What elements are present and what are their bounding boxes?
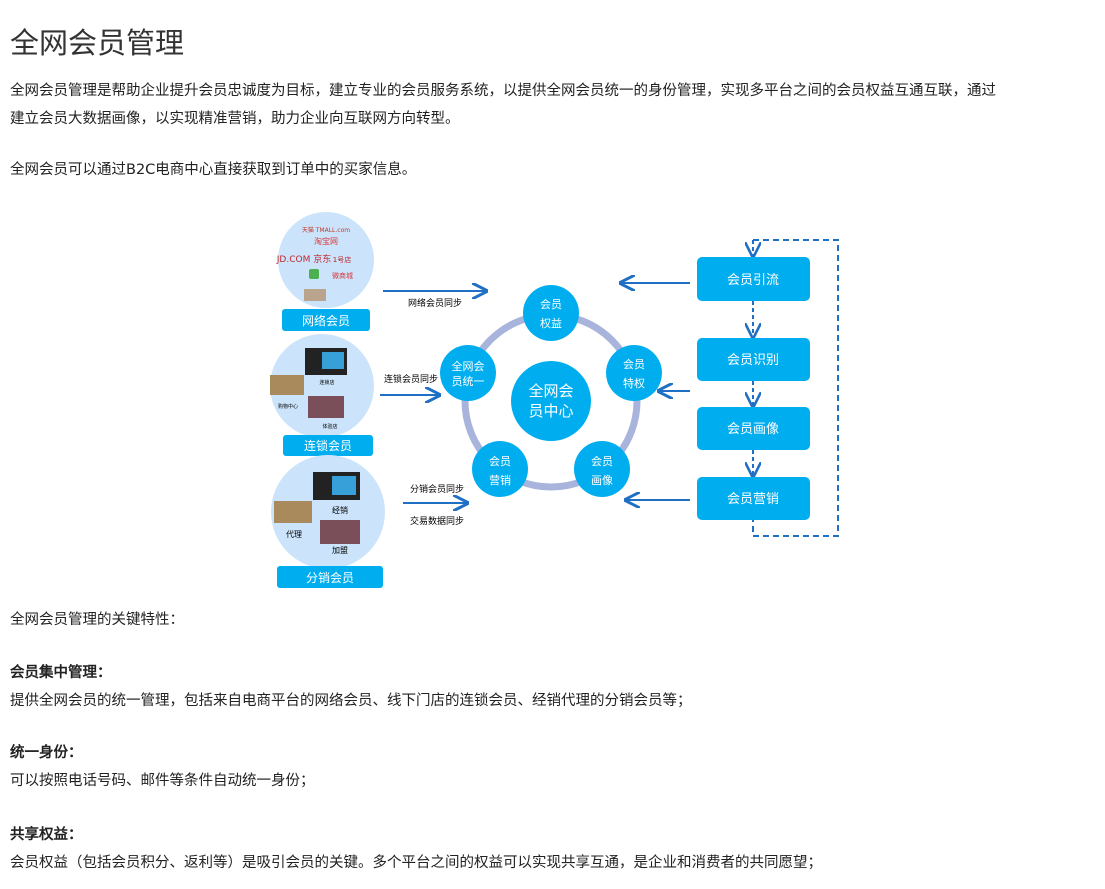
feature-desc: 提供全网会员的统一管理，包括来自电商平台的网络会员、线下门店的连锁会员、经销代理… (10, 693, 692, 709)
chain-circle (270, 334, 374, 438)
b2c-note: 全网会员可以通过B2C电商中心直接获取到订单中的买家信息。 (10, 162, 417, 178)
svg-text:画像: 画像 (591, 474, 613, 487)
weishang-logo: 微商城 (332, 271, 353, 280)
dl-caption: 代理 (286, 529, 302, 539)
svg-text:特权: 特权 (623, 376, 645, 390)
svg-text:会员: 会员 (540, 298, 562, 311)
franchise-photo (320, 520, 360, 544)
taobao-logo: 淘宝网 (314, 236, 338, 246)
intro-line-2: 建立会员大数据画像，以实现精准营销，助力企业向互联网方向转型。 (10, 111, 460, 127)
dist-member-group: 经销 代理 加盟 分销会员 (271, 455, 385, 588)
svg-text:会员营销: 会员营销 (727, 492, 779, 507)
flow-marketing: 会员营销 (697, 477, 810, 520)
node-unify: 全网会员统一 (440, 345, 496, 401)
svg-text:会员识别: 会员识别 (727, 353, 779, 368)
feature-title: 统一身份： (10, 745, 83, 761)
mall-caption: 购物中心 (278, 403, 298, 410)
network-member-group: 天猫 TMALL.com 淘宝网 JD.COM 京东 1号店 微商城 网络会员 (276, 212, 374, 331)
store-caption: 连锁店 (319, 379, 334, 386)
agent-photo (274, 501, 312, 523)
dist-label-box (277, 566, 383, 588)
jd-logo: JD.COM 京东 (276, 253, 331, 265)
svg-text:会员画像: 会员画像 (727, 422, 779, 437)
loop-dashed-line (752, 239, 839, 537)
center-circle (511, 361, 591, 441)
exp-caption: 体验店 (322, 423, 337, 430)
chain-label-box (283, 435, 373, 456)
node-marketing: 会员营销 (472, 441, 528, 497)
intro-line-1: 全网会员管理是帮助企业提升会员忠诚度为目标，建立专业的会员服务系统，以提供全网会… (10, 83, 996, 99)
node-portrait: 会员画像 (574, 441, 630, 497)
svg-text:会员: 会员 (591, 455, 613, 468)
network-label-box (282, 309, 370, 331)
feature-desc: 会员权益（包括会员积分、返利等）是吸引会员的关键。多个平台之间的权益可以实现共享… (10, 855, 822, 871)
features-title: 全网会员管理的关键特性： (10, 612, 184, 628)
mall-photo (270, 375, 304, 395)
tmall-logo: 天猫 TMALL.com (302, 226, 350, 234)
feature-title: 会员集中管理： (10, 665, 112, 681)
center-label-1: 全网会 (528, 382, 573, 400)
trade-sync-label: 交易数据同步 (410, 515, 464, 527)
chain-label: 连锁会员 (304, 438, 352, 453)
svg-text:会员引流: 会员引流 (727, 273, 779, 288)
svg-text:员统一: 员统一 (452, 375, 485, 388)
chain-sync-label: 连锁会员同步 (384, 373, 438, 385)
network-label: 网络会员 (302, 313, 350, 328)
page-title: 全网会员管理 (10, 26, 185, 60)
store-photo (304, 289, 326, 301)
svg-text:权益: 权益 (540, 316, 562, 330)
svg-text:全网会: 全网会 (452, 359, 485, 373)
svg-text:营销: 营销 (489, 473, 511, 487)
wechat-icon (309, 269, 319, 279)
svg-text:会员: 会员 (623, 358, 645, 371)
center-label-2: 员中心 (528, 402, 573, 420)
flow-traffic: 会员引流 (697, 257, 810, 301)
chain-member-group: 连锁店 购物中心 体验店 连锁会员 (270, 334, 374, 456)
feature-title: 共享权益： (10, 827, 83, 843)
flow-portrait: 会员画像 (697, 407, 810, 450)
jx-caption: 经销 (332, 505, 348, 515)
dist-label: 分销会员 (306, 571, 354, 585)
jm-caption: 加盟 (332, 545, 348, 555)
feature-desc: 可以按照电话号码、邮件等条件自动统一身份； (10, 773, 315, 789)
svg-text:会员: 会员 (489, 455, 511, 468)
exp-photo (308, 396, 344, 418)
flow-identify: 会员识别 (697, 338, 810, 381)
dist-sync-label: 分销会员同步 (410, 483, 464, 495)
yhd-logo: 1号店 (333, 255, 351, 264)
network-sync-label: 网络会员同步 (408, 297, 462, 309)
network-circle (278, 212, 374, 308)
node-rights: 会员权益 (523, 285, 579, 341)
